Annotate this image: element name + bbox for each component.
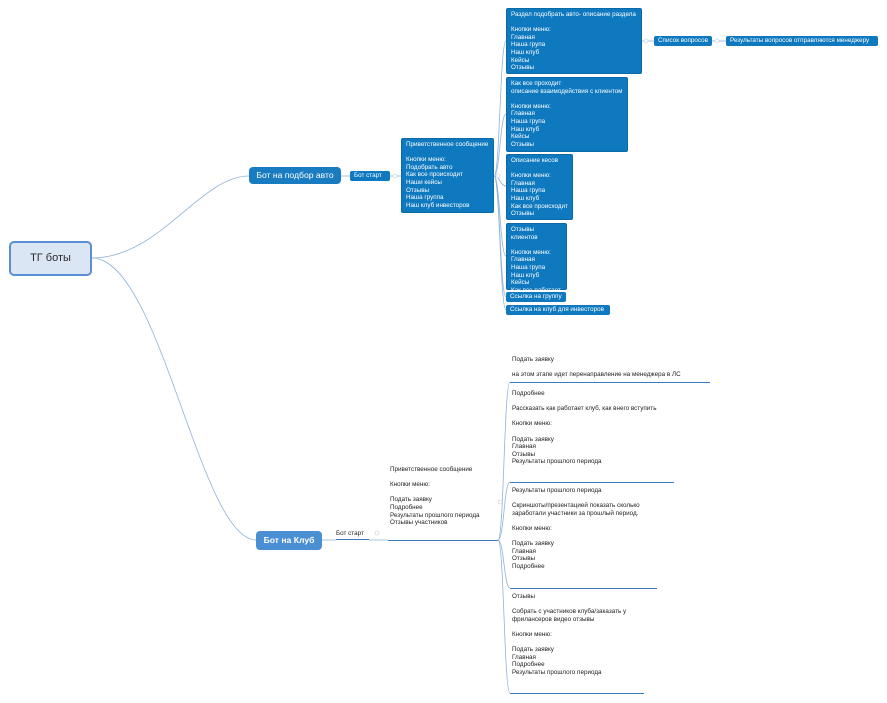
club-apply-node[interactable]: Подать заявку на этом этапе идет перенап…	[510, 354, 710, 383]
auto-results-node[interactable]: Результаты вопросов отправляются менедже…	[726, 36, 878, 46]
club-reviews-node[interactable]: Отзывы Собрать с участников клуба/заказа…	[510, 591, 644, 694]
auto-how-node[interactable]: Как все проходит описание взаимодействия…	[506, 77, 628, 152]
auto-reviews-node[interactable]: Отзывы клиентов Кнопки меню: Главная Наш…	[506, 223, 567, 294]
auto-questions-node[interactable]: Список вопросов	[654, 36, 712, 46]
club-bot-node[interactable]: Бот на Клуб	[256, 531, 322, 550]
auto-bot-welcome-node[interactable]: Приветственное сообщение Кнопки меню: По…	[401, 138, 494, 213]
club-past-node[interactable]: Результаты прошлого периода Скриншоты/пр…	[510, 485, 657, 589]
club-bot-welcome-node[interactable]: Приветственное сообщение Кнопки меню: По…	[388, 464, 498, 541]
auto-bot-node[interactable]: Бот на подбор авто	[249, 167, 341, 184]
club-bot-start-node[interactable]: Бот старт	[336, 529, 369, 540]
auto-bot-start-node[interactable]: Бот старт	[350, 171, 390, 181]
root-node[interactable]: ТГ боты	[9, 241, 92, 276]
auto-section-node[interactable]: Раздел подобрать авто- описание раздела …	[506, 8, 642, 74]
club-more-node[interactable]: Подробнее Рассказать как работает клуб, …	[510, 388, 674, 483]
auto-cases-node[interactable]: Описание кесов Кнопки меню: Главная Наша…	[506, 154, 573, 220]
auto-club-link-node[interactable]: Ссылка на клуб для инвесторов	[506, 305, 610, 315]
auto-group-link-node[interactable]: Ссылка на группу	[506, 292, 566, 302]
